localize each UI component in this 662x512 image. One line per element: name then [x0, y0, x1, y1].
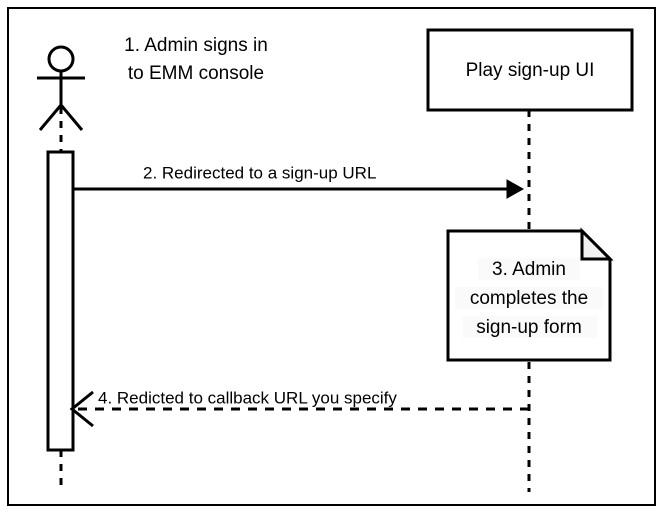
note-3-line-3: sign-up form	[476, 317, 582, 338]
note-3-line-2: completes the	[470, 288, 588, 309]
message-1-label-line2: to EMM console	[128, 63, 264, 84]
message-4-arrowhead-icon	[69, 390, 94, 428]
note-3-fold-corner-icon	[580, 227, 614, 261]
message-1-annotation: 1. Admin signs in to EMM console	[124, 35, 268, 84]
note-3-text-highlight-1	[478, 258, 580, 280]
play-signup-ui-label: Play sign-up UI	[466, 60, 595, 81]
participant-admin-actor	[37, 45, 85, 131]
message-2-arrow: 2. Redirected to a sign-up URL	[72, 163, 525, 199]
note-3-admin-completes-form: 3. Admin completes the sign-up form	[446, 227, 614, 362]
actor-head-icon	[47, 45, 75, 73]
admin-activation-bar	[46, 150, 75, 452]
participant-play-signup-ui[interactable]: Play sign-up UI	[426, 28, 634, 112]
note-3-text-highlight-2	[455, 287, 603, 309]
play-signup-ui-box[interactable]	[426, 28, 634, 112]
message-4-arrow: 4. Redicted to callback URL you specify	[69, 388, 529, 428]
diagram-frame-border	[7, 7, 656, 506]
message-1-label-line1: 1. Admin signs in	[124, 35, 268, 56]
actor-left-leg-line	[38, 104, 63, 131]
message-2-arrowhead-icon	[506, 179, 525, 199]
note-3-line-1: 3. Admin	[492, 259, 566, 280]
actor-right-leg-line	[59, 104, 84, 131]
note-3-text-highlight-3	[463, 316, 597, 338]
message-4-label: 4. Redicted to callback URL you specify	[98, 388, 397, 407]
message-2-label: 2. Redirected to a sign-up URL	[143, 163, 376, 182]
